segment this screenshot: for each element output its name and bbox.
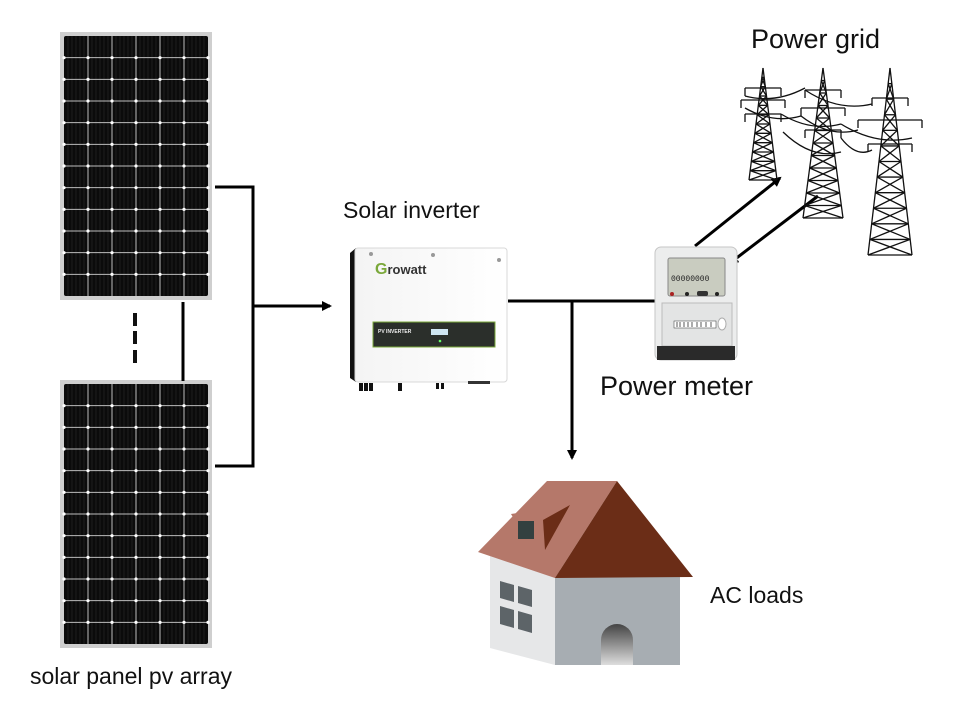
power-grid-towers xyxy=(740,67,923,256)
panel-ellipsis-dashes xyxy=(133,313,137,363)
dc-wiring xyxy=(181,185,332,468)
inverter-panel-label: PV INVERTER xyxy=(378,329,412,335)
solar-inverter-device: Growatt PV INVERTER xyxy=(350,247,508,391)
meter-reading: 00000000 xyxy=(671,275,710,284)
pv-array-label: solar panel pv array xyxy=(30,663,232,689)
ac-loads-label: AC loads xyxy=(710,582,804,608)
ac-wiring xyxy=(508,176,819,460)
house-ac-loads xyxy=(478,481,693,665)
power-meter-label: Power meter xyxy=(600,371,754,401)
solar-panel-top xyxy=(60,32,212,300)
power-grid-label: Power grid xyxy=(751,24,881,54)
solar-panel-bottom xyxy=(60,380,212,648)
power-meter-device: 00000000 xyxy=(654,246,738,361)
inverter-brand-logo: Growatt xyxy=(375,261,427,278)
solar-inverter-label: Solar inverter xyxy=(343,197,480,223)
